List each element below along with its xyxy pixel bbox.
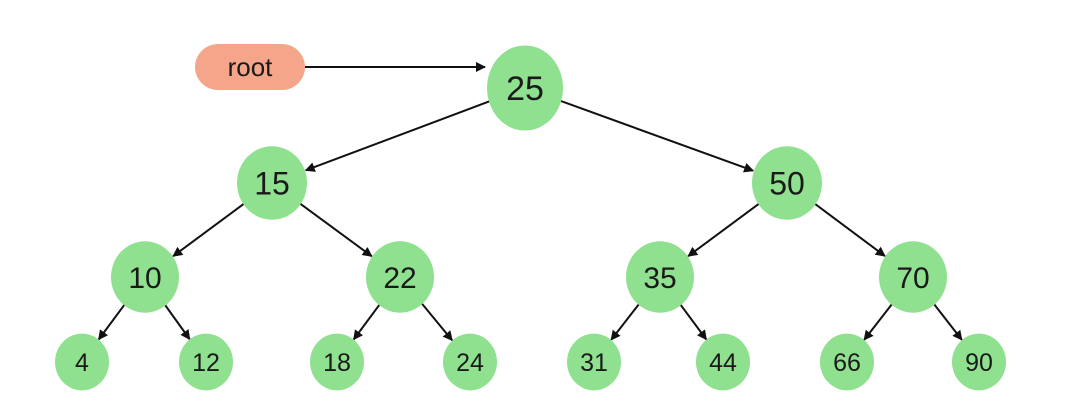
node-circle xyxy=(366,241,434,313)
node-circle xyxy=(310,333,364,391)
node-circle xyxy=(237,146,307,220)
node-value: 66 xyxy=(833,349,861,377)
tree-node-15: 15 xyxy=(237,146,307,220)
node-circle xyxy=(952,333,1006,391)
tree-node-24: 24 xyxy=(443,333,497,391)
root-label-box xyxy=(195,44,305,90)
node-circle xyxy=(111,241,179,313)
tree-node-50: 50 xyxy=(752,146,822,220)
edge-70-to-90 xyxy=(933,303,963,341)
edge-35-to-44 xyxy=(679,303,708,341)
node-value: 22 xyxy=(383,262,416,295)
tree-node-12: 12 xyxy=(179,333,233,391)
node-circle xyxy=(567,333,621,391)
node-circle xyxy=(55,333,109,391)
tree-node-90: 90 xyxy=(952,333,1006,391)
node-value: 90 xyxy=(965,349,993,377)
node-value: 70 xyxy=(896,262,929,295)
node-value: 15 xyxy=(254,166,290,202)
nodes: 4 12 10 18 24 22 15 31 44 35 66 90 70 50 25 xyxy=(55,45,1006,391)
tree-node-25: 25 xyxy=(487,45,563,131)
edge-15-to-22 xyxy=(299,202,373,258)
root-label: root xyxy=(228,52,274,82)
tree-node-10: 10 xyxy=(111,241,179,313)
node-circle xyxy=(179,333,233,391)
node-value: 31 xyxy=(580,349,608,377)
edge-22-to-18 xyxy=(352,303,381,341)
tree-node-31: 31 xyxy=(567,333,621,391)
node-value: 4 xyxy=(75,349,89,377)
node-circle xyxy=(626,241,694,313)
node-value: 25 xyxy=(506,70,544,108)
edge-25-to-15 xyxy=(304,100,490,172)
tree-node-4: 4 xyxy=(55,333,109,391)
edge-35-to-31 xyxy=(610,303,640,341)
root-pointer: root xyxy=(195,44,305,90)
node-circle xyxy=(879,241,947,313)
edge-70-to-66 xyxy=(863,303,893,341)
node-circle xyxy=(696,333,750,391)
tree-node-22: 22 xyxy=(366,241,434,313)
node-value: 10 xyxy=(128,262,161,295)
node-circle xyxy=(752,146,822,220)
edge-25-to-50 xyxy=(560,100,755,173)
edge-10-to-4 xyxy=(97,303,126,341)
edges xyxy=(97,62,963,342)
node-value: 18 xyxy=(323,349,351,377)
edge-15-to-10 xyxy=(172,203,245,257)
node-circle xyxy=(443,333,497,391)
edge-22-to-24 xyxy=(420,302,453,342)
tree-node-70: 70 xyxy=(879,241,947,313)
node-value: 24 xyxy=(456,349,484,377)
tree-node-44: 44 xyxy=(696,333,750,391)
node-value: 44 xyxy=(709,349,737,377)
edge-10-to-12 xyxy=(164,304,191,341)
edge-50-to-35 xyxy=(687,203,760,257)
node-circle xyxy=(820,333,874,391)
node-circle xyxy=(487,45,563,131)
node-value: 50 xyxy=(769,166,805,202)
tree-node-66: 66 xyxy=(820,333,874,391)
node-value: 35 xyxy=(643,262,676,295)
tree-node-18: 18 xyxy=(310,333,364,391)
node-value: 12 xyxy=(192,349,220,377)
tree-node-35: 35 xyxy=(626,241,694,313)
edge-50-to-70 xyxy=(814,203,886,257)
